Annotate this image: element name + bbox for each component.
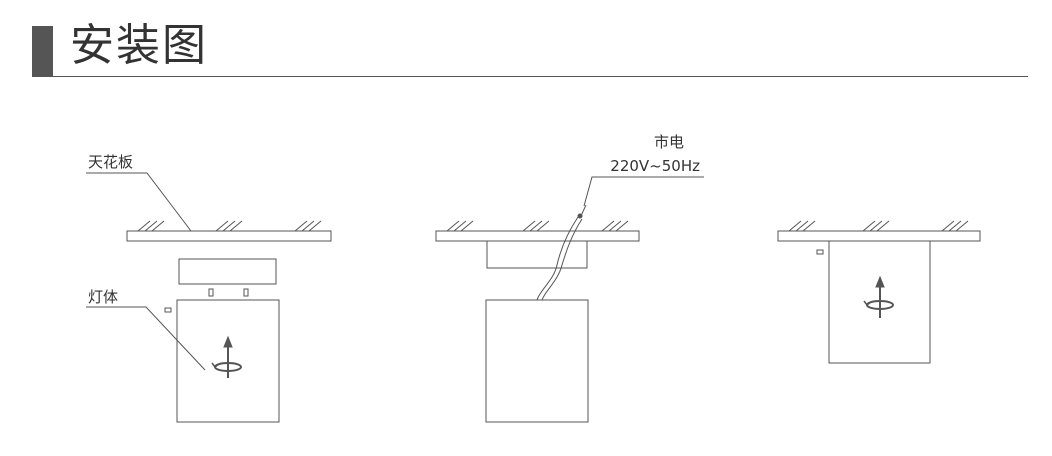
label-lamp-body: 灯体 (88, 288, 118, 306)
step-1-clip-left (208, 288, 214, 297)
step-2-ceiling-hatch (446, 220, 629, 232)
step-1-lamp-body (176, 299, 280, 423)
step-3-lamp-body (828, 240, 931, 364)
step-2-lamp-body (485, 299, 589, 423)
step-1-indicator (164, 307, 172, 313)
title-accent-bar (32, 26, 53, 76)
step-1-ceiling-hatch (137, 220, 322, 232)
step-2-ceiling-slab (435, 230, 640, 242)
step-3-ceiling-hatch (788, 220, 969, 232)
step-2-mains-leader (583, 176, 704, 207)
step-3-indicator (816, 249, 824, 255)
step-1-lamp-leader (86, 306, 206, 371)
header: 安装图 (0, 0, 1052, 80)
step-1-ceiling-slab (126, 230, 332, 242)
step-2-wiring-view (435, 176, 704, 423)
label-ceiling: 天花板 (88, 153, 133, 171)
step-1-exploded-view (86, 172, 332, 423)
step-1-ceiling-leader (86, 172, 192, 232)
step-2-mounting-plate (486, 240, 588, 269)
step-3-installed-view (777, 220, 981, 364)
step-3-ceiling-slab (777, 230, 981, 242)
page-title: 安装图 (70, 20, 208, 71)
title-divider (32, 76, 1028, 77)
step-1-twist-arrow-icon (211, 335, 242, 378)
step-3-twist-arrow-icon (863, 275, 894, 318)
step-1-clip-right (243, 288, 249, 297)
label-voltage: 220V~50Hz (610, 157, 700, 175)
step-1-mounting-plate (178, 258, 277, 285)
step-2-power-cable (536, 204, 587, 301)
label-mains: 市电 (654, 133, 684, 151)
